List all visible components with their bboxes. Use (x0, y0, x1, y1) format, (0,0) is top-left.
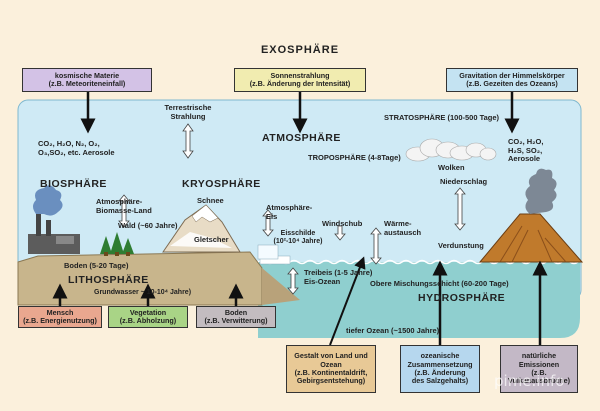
label-precipitation: Niederschlag (440, 177, 488, 186)
label-drift-ice-line2: Eis-Ozean (304, 276, 341, 286)
label-wind: Windschub (322, 219, 363, 228)
label-stratosphere: STRATOSPHÄRE (100-500 Tage) (384, 113, 500, 122)
box-natural-emissions-line2: Emissionen (518, 359, 560, 369)
label-lithosphere: LITHOSPHÄRE (68, 274, 149, 286)
box-cosmic-matter-line2: (z.B. Meteoriteneinfall) (48, 79, 126, 88)
box-natural-emissions-line4: Vulkanausbrüche) (507, 376, 571, 386)
label-heat-exchange: Wärme- austausch (384, 219, 422, 237)
ocean-area (258, 262, 580, 338)
box-natural-emissions-line3: (z.B. (531, 368, 547, 377)
box-ocean-composition: ozeanische Zusammensetzung (z.B. Änderun… (400, 345, 480, 393)
label-ice-sheets: Eisschilde (10²-10⁴ Jahre) (270, 230, 326, 246)
box-solar-radiation-line2: (z.B. Änderung der Intensität) (249, 79, 351, 88)
label-terrestrial-radiation-line1: Terrestrische (164, 103, 212, 112)
watermark: pime.info (494, 372, 565, 390)
label-terrestrial-radiation: Terrestrische Strahlung (160, 103, 216, 121)
box-human: Mensch (z.B. Energienutzung) (18, 306, 102, 328)
volcano (478, 213, 584, 263)
box-vegetation-line1: Vegetation (129, 307, 167, 317)
box-ocean-composition-line4: des Salzgehalts) (411, 376, 469, 386)
label-gases-right: CO₂, H₂O, H₂S, SO₂, Aerosole (508, 137, 544, 164)
label-hydrosphere: HYDROSPHÄRE (418, 292, 506, 304)
box-solar-radiation-line1: Sonnenstrahlung (270, 70, 330, 80)
arrow-atm-ice (262, 209, 274, 237)
box-human-line2: (z.B. Energienutzung) (23, 316, 97, 325)
arrow-wind (334, 225, 346, 241)
ice-sheet (257, 244, 279, 260)
arrow-precip-evap (454, 187, 466, 231)
label-deep-ocean: tiefer Ozean (~1500 Jahre) (346, 326, 440, 335)
page-title: EXOSPHÄRE (260, 44, 340, 56)
box-land-ocean-line1: Gestalt von Land und (294, 351, 368, 361)
ocean-surface (257, 259, 579, 265)
label-troposphere: TROPOSPHÄRE (4-8Tage) (308, 153, 401, 162)
label-mixed-layer: Obere Mischungsschicht (60-200 Tage) (370, 279, 509, 288)
factory-smoke (33, 185, 63, 216)
box-gravity-line2: (z.B. Gezeiten des Ozeans) (466, 79, 558, 88)
label-atm-ice-line1: Atmosphäre- (266, 203, 313, 212)
box-gravity: Gravitation der Himmelskörper (z.B. Geze… (446, 68, 578, 92)
label-gases-left: CO₂, H₂O, N₂, O₂, O₃,SO₂, etc. Aerosole (38, 139, 115, 157)
label-atmosphere: ATMOSPHÄRE (262, 132, 341, 144)
ocean-shelf (262, 268, 300, 305)
arrow-terrestrial (182, 123, 194, 159)
label-snow: Schnee (197, 196, 224, 205)
arrow-heat (370, 227, 382, 265)
label-atm-ice: Atmosphäre- Eis (266, 203, 313, 221)
label-gases-left-line2: O₃,SO₂, etc. Aerosole (38, 147, 115, 157)
label-gases-left-line1: CO₂, H₂O, N₂, O₂, (38, 139, 100, 148)
label-terrestrial-radiation-line2: Strahlung (170, 111, 206, 121)
box-soil-line1: Boden (224, 307, 248, 317)
box-soil-line2: (z.B. Verwitterung) (204, 316, 268, 325)
clouds-shape (405, 138, 497, 162)
arrow-land-ocean (329, 256, 366, 346)
label-cryosphere: KRYOSPHÄRE (182, 178, 261, 190)
box-human-line1: Mensch (46, 307, 74, 317)
glacier-shape (170, 232, 232, 248)
label-atm-biomass-line2: Biomasse-Land (96, 205, 152, 215)
box-land-ocean-shape: Gestalt von Land und Ozean (z.B. Kontine… (286, 345, 376, 393)
label-drift-ice-line1: Treibeis (1-5 Jahre) (304, 268, 373, 277)
trees (100, 232, 134, 256)
label-heat-exchange-line1: Wärme- (384, 219, 412, 228)
label-atm-biomass: Atmosphäre- Biomasse-Land (96, 197, 176, 215)
box-cosmic-matter-line1: kosmische Materie (54, 70, 120, 80)
label-evaporation: Verdunstung (438, 241, 484, 250)
label-biosphere: BIOSPHÄRE (40, 178, 107, 190)
label-atm-ice-line2: Eis (266, 211, 278, 221)
label-ice-sheets-line1: Eisschilde (280, 230, 316, 237)
label-groundwater: Grundwasser ~ 10-10⁴ Jahre) (94, 289, 192, 296)
label-glacier: Gletscher (194, 235, 229, 244)
box-land-ocean-line2: Ozean (320, 359, 342, 369)
label-clouds: Wolken (438, 163, 465, 172)
snow-cap (191, 204, 219, 223)
label-gases-right-line3: Aerosole (508, 154, 541, 164)
box-natural-emissions: natürliche Emissionen (z.B. Vulkanausbrü… (500, 345, 578, 393)
box-ocean-composition-line3: (z.B. Änderung (414, 368, 466, 377)
volcano-smoke (525, 168, 557, 214)
label-drift-ice: Treibeis (1-5 Jahre) Eis-Ozean (304, 268, 373, 286)
label-gases-right-line2: H₂S, SO₂, (508, 145, 543, 155)
label-forest: Wald (~60 Jahre) (118, 221, 178, 230)
label-heat-exchange-line2: austausch (384, 227, 422, 237)
label-atm-biomass-line1: Atmosphäre- (96, 197, 143, 206)
box-vegetation-line2: (z.B. Abholzung) (119, 316, 177, 325)
label-gases-right-line1: CO₂, H₂O, (508, 137, 544, 146)
label-soil: Boden (5-20 Tage) (64, 261, 129, 270)
box-land-ocean-line3: (z.B. Kontinentaldrift, (294, 368, 368, 377)
label-ice-sheets-line2: (10²-10⁴ Jahre) (273, 238, 323, 246)
box-ocean-composition-line2: Zusammensetzung (407, 359, 473, 369)
box-ocean-composition-line1: ozeanische (420, 351, 460, 361)
box-cosmic-matter: kosmische Materie (z.B. Meteoriteneinfal… (22, 68, 152, 92)
box-solar-radiation: Sonnenstrahlung (z.B. Änderung der Inten… (234, 68, 366, 92)
box-land-ocean-line4: Gebirgsentstehung) (296, 376, 366, 386)
box-natural-emissions-line1: natürliche (521, 351, 557, 361)
box-soil: Boden (z.B. Verwitterung) (196, 306, 276, 328)
box-vegetation: Vegetation (z.B. Abholzung) (108, 306, 188, 328)
arrow-atm-bio (118, 194, 130, 228)
box-gravity-line1: Gravitation der Himmelskörper (459, 70, 565, 80)
arrow-drift-ice (287, 267, 299, 295)
